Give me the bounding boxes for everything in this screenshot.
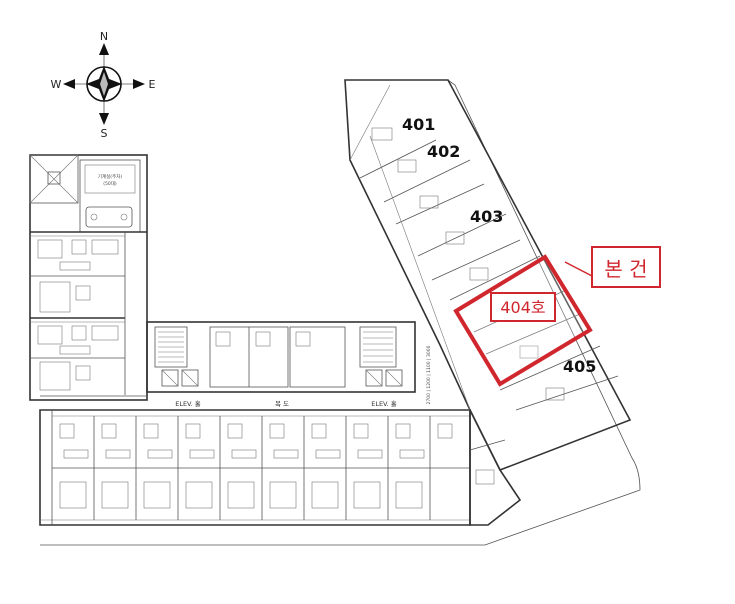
unit-401-label: 401 xyxy=(402,115,435,134)
callout-leader xyxy=(564,261,593,277)
balcony-outline xyxy=(40,79,641,546)
machine-room-label: 기계실(주차) xyxy=(98,173,122,180)
unit-404-label: 404호 xyxy=(500,298,545,317)
unit-403-label: 403 xyxy=(470,207,503,226)
compass-west-label: W xyxy=(51,78,62,91)
machine-room-sub: (50대) xyxy=(103,180,117,187)
unit-404-label-box xyxy=(490,292,556,322)
compass-north-label: N xyxy=(100,30,108,43)
compass-south-label: S xyxy=(101,127,108,140)
elevator-hall-right-label: ELEV. 홀 xyxy=(371,399,397,408)
corner-tower xyxy=(469,409,522,526)
callout-box xyxy=(591,246,661,288)
dimension-label: 2700 | 1200 | 1100 | 3000 xyxy=(426,345,432,404)
unit-402-label: 402 xyxy=(427,142,460,161)
elevator-hall-left-label: ELEV. 홀 xyxy=(175,399,201,408)
left-wing: 기계실(주차) (50대) xyxy=(29,154,148,401)
corridor-label: 복 도 xyxy=(275,400,289,408)
bottom-wing xyxy=(39,409,471,526)
callout-label: 본 건 xyxy=(604,257,647,281)
compass-rose-icon xyxy=(63,43,145,125)
core-area xyxy=(146,321,416,393)
diagonal-wing xyxy=(344,79,632,472)
unit-405-label: 405 xyxy=(563,357,596,376)
compass-east-label: E xyxy=(149,78,156,91)
